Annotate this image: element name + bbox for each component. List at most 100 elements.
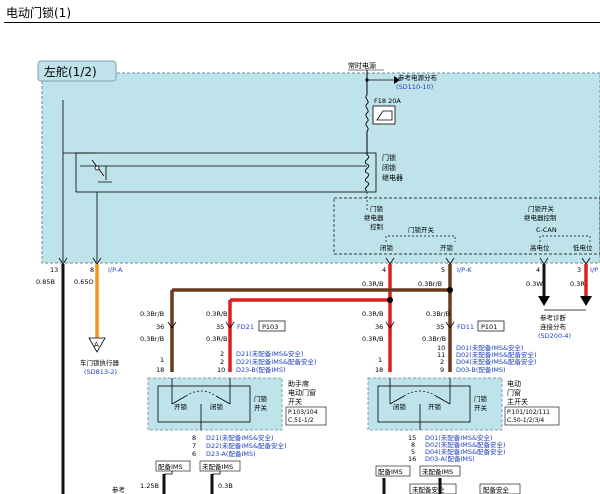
left-connector-name: FD21 bbox=[237, 323, 254, 331]
left-pin-2a: 2 bbox=[220, 350, 224, 358]
left-window-switch bbox=[147, 377, 283, 431]
actuator-glyph: A bbox=[94, 341, 99, 349]
left-note-1: D21(未配备IMS&安全) bbox=[236, 349, 304, 358]
left-note-2: D22(未配备IMS&配备安全) bbox=[236, 357, 317, 366]
wire-5-spec: 0.3Br/B bbox=[418, 280, 442, 288]
region-label-box bbox=[37, 60, 117, 82]
left-connector-ref-box bbox=[258, 320, 286, 332]
right-bottom-pin-5: 5 bbox=[411, 448, 415, 456]
left-switch-unlock: 开锁 bbox=[174, 402, 188, 411]
right-wire-4: 0.3Br/B bbox=[422, 335, 446, 343]
fuse-label: F18 20A bbox=[374, 97, 401, 105]
left-bottom-wire-2: 0.3B bbox=[218, 482, 233, 490]
right-connector-name: FD11 bbox=[457, 323, 474, 331]
right-pin-1: 1 bbox=[378, 356, 382, 364]
pin-3: 3 bbox=[577, 266, 581, 274]
actuator-label: 车门锁执行器 bbox=[80, 358, 120, 367]
control-right-1: 门锁开关 bbox=[528, 204, 555, 213]
right-switch-lock: 闭锁 bbox=[393, 402, 407, 411]
wire-3-spec: 0.3R bbox=[570, 280, 585, 288]
right-note-1: D01(未配备IMS&安全) bbox=[456, 343, 524, 352]
right-pin-18: 18 bbox=[375, 366, 383, 374]
left-bottom-note-2: D22(未配备IMS&配备安全) bbox=[206, 441, 287, 450]
right-opt-box-4 bbox=[479, 483, 521, 494]
left-bottom-pin-8: 8 bbox=[192, 434, 196, 442]
left-switch-title-2: 电动门窗 bbox=[288, 388, 316, 397]
region-label: 左舵(1/2) bbox=[44, 64, 97, 79]
left-bottom-ref: 参考 bbox=[112, 485, 126, 494]
left-switch-title-3: 开关 bbox=[288, 397, 302, 406]
right-connector-ref: P101 bbox=[481, 323, 497, 331]
right-opt-1: 配备IMS bbox=[378, 467, 403, 476]
left-bottom-pin-7: 7 bbox=[192, 442, 196, 450]
right-note-4: D03-B(配备IMS) bbox=[456, 365, 506, 374]
right-bottom-pin-8: 8 bbox=[411, 441, 415, 449]
wire-13-spec: 0.85B bbox=[36, 278, 55, 286]
right-opt-box-2 bbox=[419, 465, 461, 477]
left-pin-36: 36 bbox=[156, 323, 164, 331]
power-label: 常时电源 bbox=[348, 61, 376, 70]
right-switch-contact-icon bbox=[389, 395, 451, 405]
page-title: 电动门锁(1) bbox=[6, 6, 71, 20]
right-opt-box-1 bbox=[375, 465, 411, 477]
left-switch-contact-icon bbox=[171, 395, 231, 405]
wire-5-brown-junction bbox=[447, 287, 453, 293]
relay-pivot bbox=[94, 165, 100, 171]
wire-4-red-junction bbox=[387, 297, 393, 303]
pin-4b: 4 bbox=[536, 266, 540, 274]
right-connector-ref-box bbox=[477, 320, 505, 332]
body-control-module bbox=[41, 72, 600, 264]
left-connector-ref: P103 bbox=[262, 323, 278, 331]
right-pin-35: 35 bbox=[436, 323, 444, 331]
power-ref-arrow-icon bbox=[394, 76, 400, 84]
right-opt-2: 未配备IMS bbox=[422, 467, 453, 476]
right-wire-1: 0.3R/B bbox=[362, 310, 384, 318]
pin-5: 5 bbox=[441, 266, 445, 274]
left-wire-1: 0.3Br/B bbox=[140, 310, 164, 318]
left-pin-2b: 2 bbox=[220, 358, 224, 366]
right-opt-3: 未配备安全 bbox=[412, 485, 445, 494]
lock-relay-box bbox=[75, 152, 377, 193]
left-pin-1: 1 bbox=[160, 356, 164, 364]
left-connector-ticks bbox=[167, 321, 235, 329]
right-switch-ref-box bbox=[504, 406, 560, 426]
left-bottom-pin-6: 6 bbox=[192, 450, 196, 458]
diag-ref-1: 参考诊断 bbox=[540, 313, 567, 322]
right-wire-3: 0.3R/B bbox=[362, 335, 384, 343]
left-opt-1: 配备IMS bbox=[158, 462, 183, 471]
right-bottom-note-2: D02(未配备IMS&配备安全) bbox=[425, 440, 506, 449]
relay-label-2: 闭锁 bbox=[382, 163, 396, 172]
fuse-box bbox=[372, 105, 396, 125]
right-note-2: D02(未配备IMS&配备安全) bbox=[456, 350, 537, 359]
actuator-arrow-icon bbox=[88, 337, 106, 353]
right-bottom-pin-15: 15 bbox=[408, 434, 416, 442]
right-switch-inner bbox=[377, 385, 471, 423]
left-pin-35: 35 bbox=[216, 323, 224, 331]
control-left-3: 控制 bbox=[370, 222, 384, 231]
right-opt-4: 配备安全 bbox=[483, 485, 510, 494]
fuse-box-symbol-icon bbox=[376, 110, 393, 121]
left-pin-10: 10 bbox=[217, 366, 225, 374]
control-left-1: 门锁 bbox=[370, 204, 384, 213]
right-connector-ticks bbox=[385, 321, 455, 329]
door-switch-lock: 闭锁 bbox=[380, 243, 394, 252]
left-wire-2: 0.3R/B bbox=[206, 310, 228, 318]
conn-3: I/P bbox=[590, 266, 598, 274]
conn-8: I/P-A bbox=[108, 266, 123, 274]
left-wire-3: 0.3Br/B bbox=[140, 335, 164, 343]
left-bottom-note-3: D23-A(配备IMS) bbox=[206, 449, 256, 458]
door-switch-unlock: 开锁 bbox=[440, 243, 454, 252]
left-note-3: D23-B(配备IMS) bbox=[236, 365, 286, 374]
conn-5: I/P-K bbox=[457, 266, 472, 274]
door-switch-bracket bbox=[385, 235, 456, 242]
left-switch-side-1: 门锁 bbox=[254, 394, 268, 403]
relay-label-1: 门锁 bbox=[382, 153, 396, 162]
right-pin-36: 36 bbox=[375, 323, 383, 331]
door-switch-label: 门锁开关 bbox=[408, 225, 435, 234]
right-switch-ref-2: C.50-1/2/3/4 bbox=[507, 417, 544, 424]
right-bottom-pin-16: 16 bbox=[408, 455, 416, 463]
right-bottom-note-4: D03-A(配备IMS) bbox=[425, 454, 475, 463]
right-pin-2: 2 bbox=[440, 358, 444, 366]
right-switch-side-2: 开关 bbox=[474, 403, 488, 412]
